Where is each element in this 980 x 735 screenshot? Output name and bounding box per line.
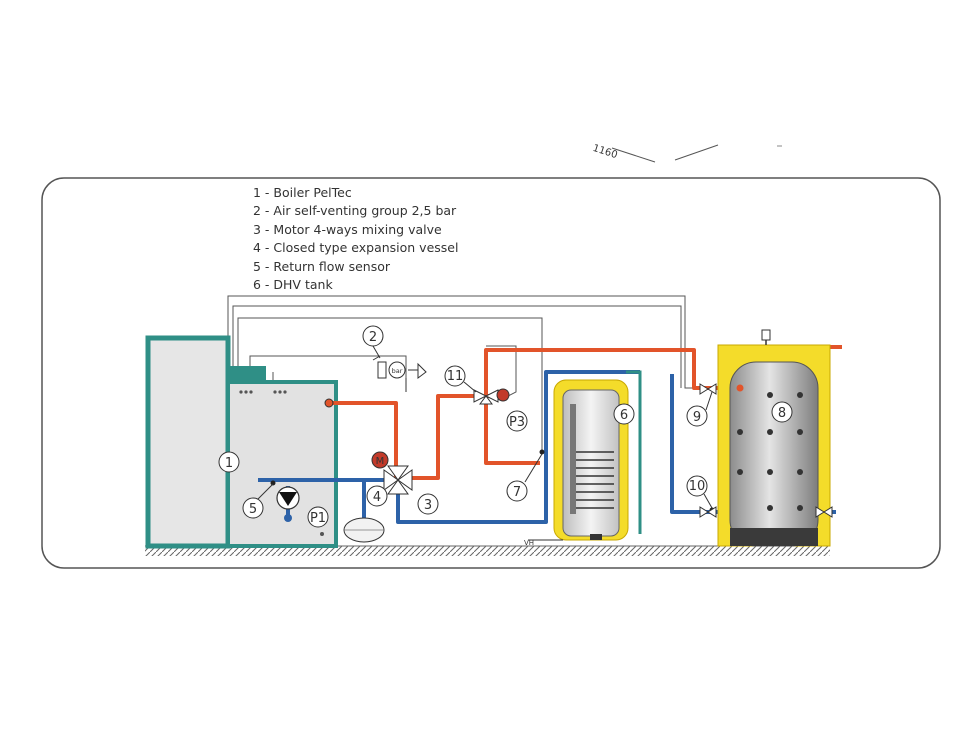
svg-text:2: 2 — [369, 330, 377, 345]
legend-item: 5 - Return flow sensor — [253, 258, 391, 274]
legend: 1 - Boiler PelTec 2 - Air self-venting g… — [253, 184, 458, 294]
mixing-valve: M — [371, 451, 413, 495]
callout-4: 4 — [366, 485, 388, 507]
legend-item: 6 - DHV tank — [253, 277, 333, 293]
svg-text:8: 8 — [778, 406, 786, 421]
cold-pipes — [258, 370, 836, 524]
diagram-frame — [41, 177, 941, 569]
pump-p3-label: P3 — [506, 410, 528, 432]
svg-text:P3: P3 — [509, 415, 525, 430]
svg-text:11: 11 — [447, 369, 464, 384]
expansion-vessel — [343, 517, 385, 543]
callout-5: 5 — [242, 497, 264, 519]
callout-9: 9 — [686, 405, 708, 427]
callouts: 1 2 3 4 5 6 7 8 9 10 11 — [218, 325, 793, 519]
svg-text:4: 4 — [373, 490, 381, 505]
dhw-tank: VH — [524, 379, 629, 547]
svg-text:3: 3 — [424, 498, 432, 513]
pressure-gauge-icon — [388, 361, 406, 379]
svg-text:1: 1 — [225, 456, 233, 471]
callout-10: 10 — [686, 475, 708, 497]
pump-p1 — [276, 486, 300, 522]
svg-text:M: M — [376, 456, 385, 467]
legend-item: 4 - Closed type expansion vessel — [253, 240, 459, 256]
svg-text:9: 9 — [693, 410, 701, 425]
legend-item: 2 - Air self-venting group 2,5 bar — [253, 203, 457, 219]
dhw-loop-pipe — [626, 370, 642, 534]
dimension-marker: 1160 — [591, 143, 782, 163]
motor-icon — [371, 451, 389, 469]
boiler-flow-port — [324, 398, 334, 408]
pump-p1-label: P1 — [307, 506, 329, 528]
callout-11: 11 — [444, 365, 466, 387]
air-venting-group: bar — [372, 355, 427, 392]
boiler-peltec — [145, 335, 338, 549]
dimension-label: 1160 — [591, 143, 619, 161]
inlet-label: VH — [524, 539, 534, 547]
svg-text:7: 7 — [513, 485, 521, 500]
buffer-tank — [699, 329, 833, 547]
three-way-valve — [473, 388, 510, 405]
callout-2: 2 — [362, 325, 384, 347]
callout-6: 6 — [613, 403, 635, 425]
callout-1: 1 — [218, 451, 240, 473]
callout-8: 8 — [771, 401, 793, 423]
callout-7: 7 — [506, 480, 528, 502]
callout-3: 3 — [417, 493, 439, 515]
svg-text:P1: P1 — [310, 511, 326, 526]
legend-item: 3 - Motor 4-ways mixing valve — [253, 221, 442, 237]
svg-text:6: 6 — [620, 408, 628, 423]
pump-p3-icon — [496, 388, 510, 402]
legend-item: 1 - Boiler PelTec — [253, 185, 352, 200]
svg-text:bar: bar — [392, 367, 403, 375]
svg-text:5: 5 — [249, 502, 257, 517]
svg-text:10: 10 — [689, 479, 706, 494]
